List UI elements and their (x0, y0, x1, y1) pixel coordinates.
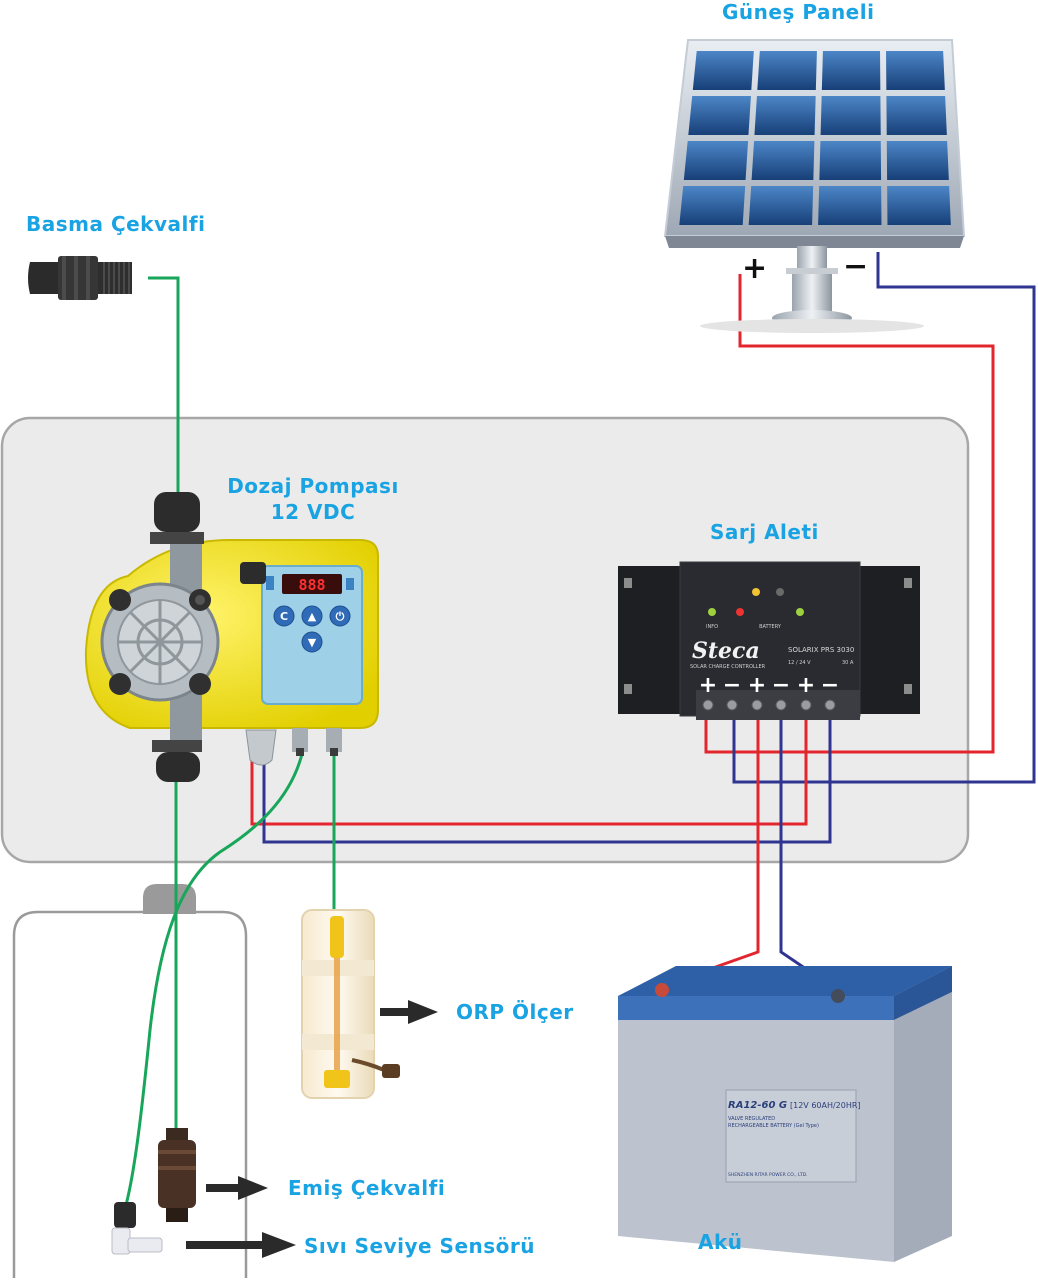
suction-check-valve (158, 1128, 196, 1222)
wire-panel-negative (732, 252, 1036, 784)
orp-meter (301, 909, 400, 1099)
label-solar-panel: Güneş Paneli (722, 0, 875, 24)
arrow-suction-valve (206, 1176, 268, 1200)
wire-load-positive (250, 712, 808, 826)
charger-led-info: INFO (706, 624, 718, 630)
pump-display: 888 (298, 576, 325, 594)
charger-led-battery: BATTERY (759, 624, 782, 630)
pump-button-up[interactable]: ▲ (301, 605, 323, 627)
pump-button-power-label: ⏻ (336, 610, 345, 623)
solar-cell (679, 186, 746, 225)
label-battery: Akü (698, 1230, 743, 1254)
charger-terminal-screw[interactable] (751, 699, 763, 711)
pump-button-down-label: ▼ (308, 636, 317, 649)
solar-cell (688, 96, 751, 135)
pump-button-c-label: C (280, 610, 288, 623)
solar-cell (887, 186, 951, 225)
solar-cell (683, 141, 749, 180)
arrow-level-sensor (186, 1232, 296, 1258)
charger-terminal-screw[interactable] (824, 699, 836, 711)
charger-terminal-screw[interactable] (800, 699, 812, 711)
level-sensor (111, 1202, 163, 1255)
charger-current: 30 A (842, 660, 854, 666)
charger-terminal-sign: − (821, 673, 839, 698)
wire-panel-positive (704, 274, 995, 754)
solar-cell (754, 96, 816, 135)
label-dosing-pump: Dozaj Pompası 12 VDC (208, 474, 418, 524)
arrow-orp (380, 1000, 438, 1024)
label-orp-meter: ORP Ölçer (456, 1000, 574, 1024)
charger-terminal-sign: + (699, 673, 717, 698)
label-discharge-valve: Basma Çekvalfi (26, 212, 206, 236)
panel-minus-sign: − (843, 249, 868, 284)
charger-terminal-screw[interactable] (775, 699, 787, 711)
charger-brand-sub: SOLAR CHARGE CONTROLLER (690, 664, 766, 670)
pump-button-up-label: ▲ (308, 610, 317, 623)
charger-terminal-sign: + (797, 673, 815, 698)
charger-terminal-sign: − (723, 673, 741, 698)
pump-button-down[interactable]: ▼ (301, 631, 323, 653)
charger-terminal-screw[interactable] (726, 699, 738, 711)
solar-cell (818, 186, 882, 225)
solar-cell (821, 51, 881, 90)
chemical-tank (12, 884, 248, 1278)
charger-model: SOLARIX PRS 3030 (788, 646, 854, 654)
dosing-pump (84, 492, 379, 782)
discharge-check-valve (28, 256, 132, 300)
panel-plus-sign: + (742, 251, 767, 286)
battery-type-line2: RECHARGEABLE BATTERY (Gel Type) (728, 1123, 819, 1129)
solar-cell (886, 96, 947, 135)
solar-cell (748, 186, 814, 225)
label-charger: Sarj Aleti (710, 520, 819, 544)
pump-button-power[interactable]: ⏻ (329, 605, 351, 627)
battery-maker: SHENZHEN RITAR POWER CO., LTD. (728, 1172, 807, 1178)
pump-button-c[interactable]: C (273, 605, 295, 627)
label-level-sensor: Sıvı Seviye Sensörü (304, 1234, 535, 1258)
charger-voltage: 12 / 24 V (788, 660, 811, 666)
battery-spec: [12V 60AH/20HR] (790, 1101, 861, 1110)
cable-level-sensor (124, 753, 304, 1206)
charger-terminal-sign: + (748, 673, 766, 698)
battery-model: RA12-60 G (728, 1100, 787, 1111)
arrows (186, 1000, 438, 1258)
solar-cell (757, 51, 817, 90)
label-dosing-pump-line1: Dozaj Pompası (227, 474, 399, 498)
charger-terminal-sign: − (772, 673, 790, 698)
solar-cell (886, 51, 945, 90)
solar-cell (819, 141, 882, 180)
solar-panel (663, 39, 966, 333)
battery-type-line1: VALVE REGULATED (728, 1116, 775, 1122)
solar-cell (820, 96, 881, 135)
label-suction-valve: Emiş Çekvalfi (288, 1176, 446, 1200)
label-dosing-pump-line2: 12 VDC (270, 500, 356, 524)
charge-controller (618, 561, 920, 720)
battery (618, 966, 952, 1262)
charger-brand: Steca (692, 638, 760, 664)
charger-terminal-screw[interactable] (702, 699, 714, 711)
wire-load-negative (262, 712, 832, 844)
solar-cell (751, 141, 815, 180)
hose-discharge (148, 276, 180, 492)
solar-cell (692, 51, 754, 90)
solar-cell (886, 141, 949, 180)
